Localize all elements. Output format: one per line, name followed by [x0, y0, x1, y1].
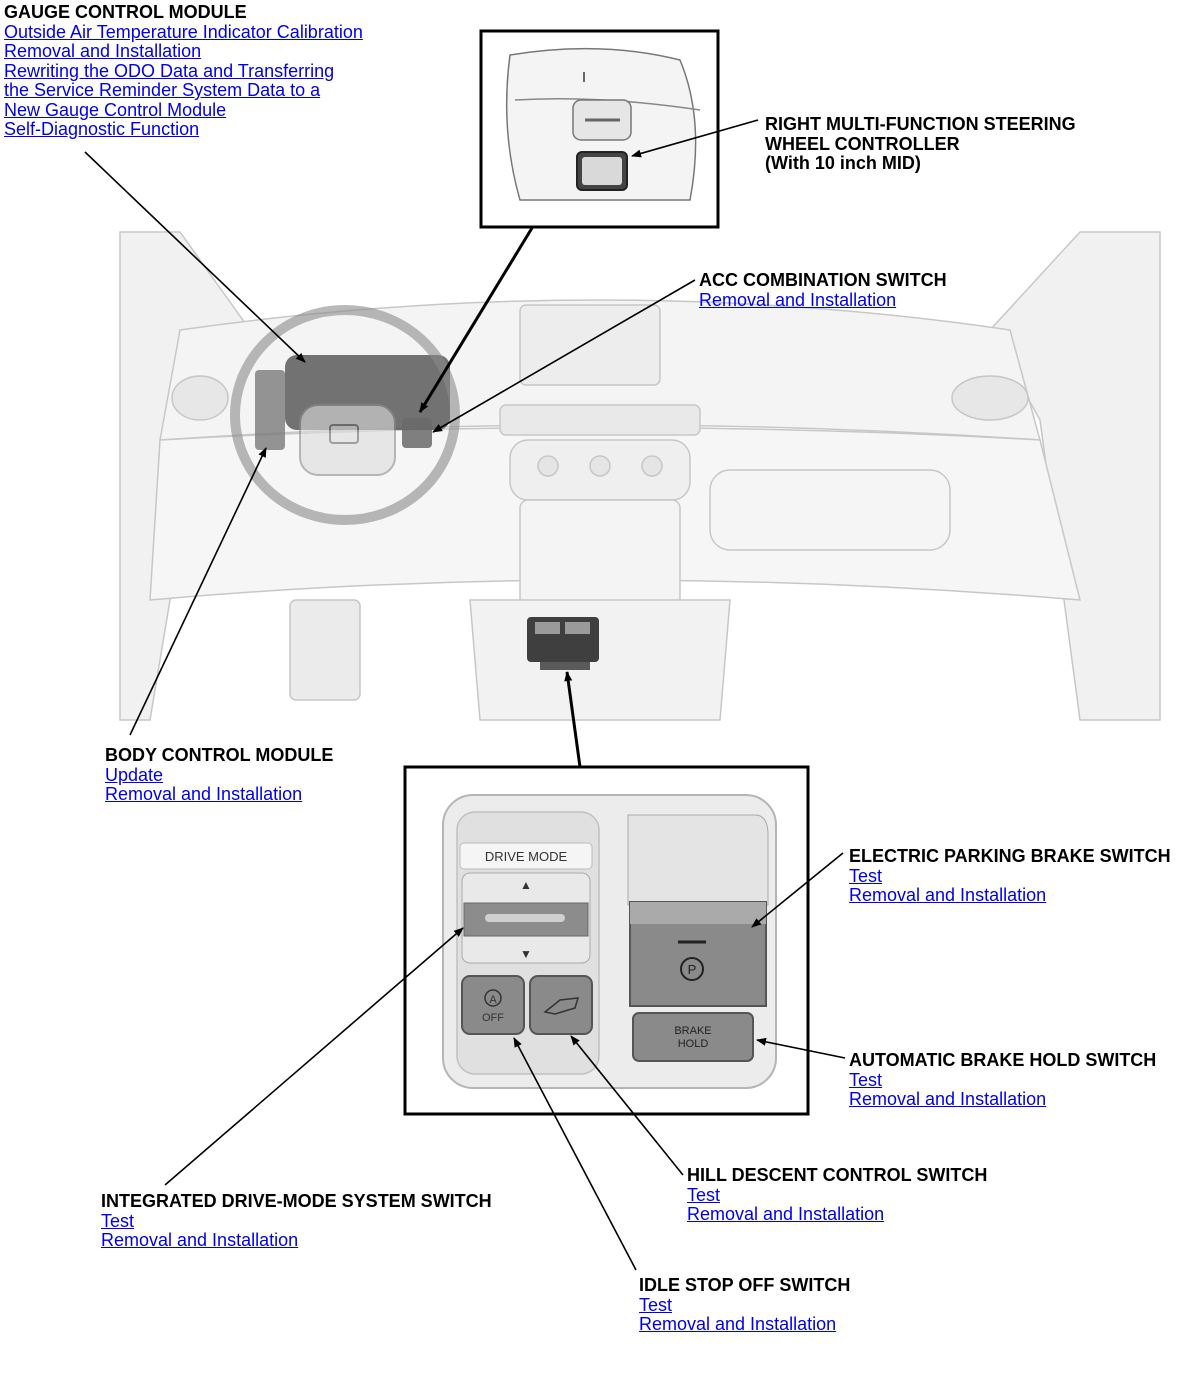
abh-switch-label: AUTOMATIC BRAKE HOLD SWITCH Test Removal… — [849, 1050, 1157, 1110]
hdc-link-removal[interactable]: Removal and Installation — [687, 1204, 885, 1224]
brake-hold-label-1: BRAKE — [674, 1025, 711, 1037]
acc-link-removal[interactable]: Removal and Installation — [699, 289, 897, 310]
steering-title-1: RIGHT MULTI-FUNCTION STEERING — [765, 114, 1076, 134]
steering-title-2: WHEEL CONTROLLER — [765, 133, 960, 154]
brake-hold-label-2: HOLD — [678, 1038, 709, 1050]
bcm-link-removal[interactable]: Removal and Installation — [105, 784, 303, 804]
gauge-link-rewriting-1[interactable]: Rewriting the ODO Data and Transferring — [4, 60, 335, 81]
console-switch-module — [527, 617, 599, 670]
hdc-switch-label: HILL DESCENT CONTROL SWITCH Test Removal… — [687, 1165, 988, 1225]
acc-title: ACC COMBINATION SWITCH — [699, 270, 947, 290]
gauge-control-module-label: GAUGE CONTROL MODULE Outside Air Tempera… — [4, 2, 363, 140]
gauge-title: GAUGE CONTROL MODULE — [4, 2, 247, 22]
idm-switch-label: INTEGRATED DRIVE-MODE SYSTEM SWITCH Test… — [101, 1191, 492, 1251]
leader-console-panel — [564, 671, 582, 768]
leader-acc — [432, 279, 696, 433]
steering-hub — [299, 404, 396, 476]
drive-mode-label: DRIVE MODE — [485, 849, 568, 864]
drive-mode-up-arrow: ▲ — [520, 878, 532, 892]
gauge-link-oat-calibration[interactable]: Outside Air Temperature Indicator Calibr… — [4, 21, 363, 42]
gauge-link-rewriting-2[interactable]: the Service Reminder System Data to a — [4, 80, 321, 100]
hdc-title: HILL DESCENT CONTROL SWITCH — [687, 1165, 988, 1185]
epb-switch-label: ELECTRIC PARKING BRAKE SWITCH Test Remov… — [849, 846, 1171, 906]
hdc-link-test[interactable]: Test — [687, 1184, 721, 1205]
leader-steering-controller — [631, 119, 759, 158]
bcm-link-update[interactable]: Update — [105, 764, 164, 785]
abh-link-removal[interactable]: Removal and Installation — [849, 1089, 1047, 1109]
leader-epb — [751, 852, 844, 928]
body-control-module-label: BODY CONTROL MODULE Update Removal and I… — [105, 745, 334, 805]
dashboard-drawing — [119, 231, 1161, 721]
leader-hdc — [570, 1035, 684, 1176]
idm-link-test[interactable]: Test — [101, 1210, 135, 1231]
leader-inset-to-switch — [418, 227, 534, 413]
idle-stop-a-symbol: A — [489, 994, 497, 1006]
acc-switch-label: ACC COMBINATION SWITCH Removal and Insta… — [699, 270, 947, 310]
steering-controller-inset — [479, 29, 720, 229]
idle-stop-off-label: OFF — [482, 1012, 504, 1024]
gauge-link-rewriting-3[interactable]: New Gauge Control Module — [4, 99, 227, 120]
abh-link-test[interactable]: Test — [849, 1069, 883, 1090]
idm-title: INTEGRATED DRIVE-MODE SYSTEM SWITCH — [101, 1191, 492, 1211]
leader-idm — [164, 927, 464, 1186]
epb-link-test[interactable]: Test — [849, 865, 883, 886]
iso-link-test[interactable]: Test — [639, 1294, 673, 1315]
idm-link-removal[interactable]: Removal and Installation — [101, 1230, 299, 1250]
switch-panel-inset — [403, 765, 810, 1116]
steering-wheel — [230, 305, 460, 525]
drive-mode-down-arrow: ▼ — [520, 947, 532, 961]
leader-iso — [513, 1037, 637, 1271]
leader-abh — [756, 1037, 846, 1059]
epb-title: ELECTRIC PARKING BRAKE SWITCH — [849, 846, 1171, 866]
left-steering-switch — [255, 370, 285, 450]
gauge-link-removal[interactable]: Removal and Installation — [4, 41, 202, 61]
leader-gauge — [84, 151, 306, 363]
epb-link-removal[interactable]: Removal and Installation — [849, 885, 1047, 905]
steering-controller-label: RIGHT MULTI-FUNCTION STEERING WHEEL CONT… — [765, 114, 1076, 174]
abh-title: AUTOMATIC BRAKE HOLD SWITCH — [849, 1050, 1157, 1070]
bcm-title: BODY CONTROL MODULE — [105, 745, 334, 765]
park-symbol: P — [688, 962, 697, 977]
leader-bcm — [129, 447, 267, 736]
iso-title: IDLE STOP OFF SWITCH — [639, 1275, 851, 1295]
steering-title-3: (With 10 inch MID) — [765, 153, 921, 173]
acc-combination-switch-shape — [402, 418, 432, 448]
iso-switch-label: IDLE STOP OFF SWITCH Test Removal and In… — [639, 1275, 851, 1335]
iso-link-removal[interactable]: Removal and Installation — [639, 1314, 837, 1334]
gauge-link-self-diagnostic[interactable]: Self-Diagnostic Function — [4, 119, 200, 139]
